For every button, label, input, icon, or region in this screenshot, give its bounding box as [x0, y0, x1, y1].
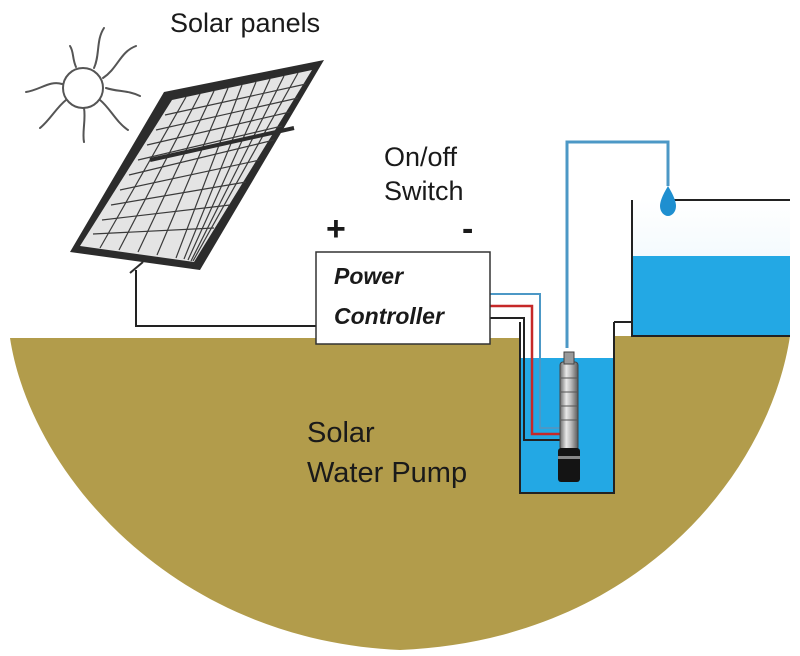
switch-label-line1: On/off: [384, 142, 458, 172]
water-drop-icon: [660, 186, 676, 216]
plus-sign: +: [326, 210, 346, 248]
solar-panels-label: Solar panels: [170, 8, 320, 38]
pump-wires: [490, 293, 560, 441]
pump-icon: [558, 351, 580, 482]
minus-sign: -: [462, 210, 473, 248]
controller-label-line2: Controller: [334, 303, 445, 329]
pump-label-line1: Solar: [307, 417, 375, 449]
solar-panel-icon: [70, 60, 324, 274]
switch-label-line2: Switch: [384, 176, 464, 206]
storage-tank: [614, 199, 790, 337]
power-controller-box: [315, 251, 491, 345]
panel-wire: [135, 270, 316, 327]
pump-label-line2: Water Pump: [307, 457, 467, 489]
water-pipe: [565, 140, 670, 348]
sun-icon: [25, 27, 141, 143]
controller-label-line1: Power: [334, 263, 404, 289]
ground: [10, 336, 790, 650]
